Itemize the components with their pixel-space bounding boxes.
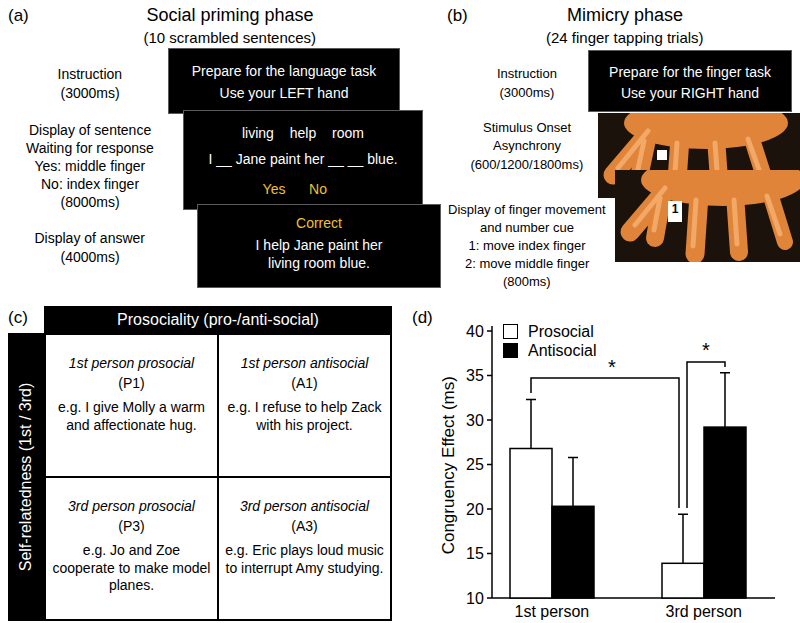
error-bar (678, 514, 688, 563)
step-label: 2: move middle finger (465, 256, 589, 272)
step-label: Stimulus Onset (483, 120, 571, 136)
table-cell: 3rd person antisocial (A3) e.g. Eric plays… (217, 476, 392, 621)
screen-panel: Prepare for the finger taskUse your RIGH… (588, 50, 792, 112)
table-cell: 3rd person prosocial (P3) e.g. Jo and Zoe … (44, 476, 219, 621)
bar (552, 506, 594, 598)
box-text: living help room (188, 125, 418, 143)
step-label: (4000ms) (61, 249, 120, 266)
panel-subtitle: (10 scrambled sentences) (144, 29, 317, 47)
error-bar (720, 373, 730, 427)
box-text: Prosociality (pro-/anti-social) (48, 310, 388, 330)
screen-panel: Correct I help Jane paint her living room… (197, 204, 441, 288)
box-text: Use your LEFT hand (173, 85, 395, 103)
significance-star: * (608, 355, 616, 379)
box-text: Use your RIGHT hand (593, 85, 787, 103)
tick-label: 15 (466, 544, 484, 563)
cell-heading: 1st person antisocial (223, 355, 386, 373)
box-text: e.g. Eric plays loud music to interrupt … (225, 542, 385, 577)
step-label: Yes: middle finger (35, 158, 146, 175)
y-axis (491, 326, 493, 598)
box-text: (P1) (50, 375, 213, 393)
step-label: 1: move index finger (469, 238, 586, 254)
tick-label: 40 (466, 322, 484, 341)
step-label: Waiting for response (26, 140, 154, 157)
category-label: 3rd person (666, 602, 743, 621)
cell-heading: 1st person prosocial (50, 355, 213, 373)
step-label: Instruction (58, 66, 123, 83)
box-text: I help Jane paint her living room blue. (244, 237, 394, 272)
box-text: I __ Jane paint her __ __ blue. (188, 151, 418, 169)
finger-highlight (635, 188, 780, 246)
box-text: Prepare for the finger task (593, 64, 787, 82)
bar-chart (487, 326, 775, 598)
significance-bracket (531, 378, 679, 508)
box-text: (A3) (223, 518, 386, 536)
cell-heading: 3rd person antisocial (223, 498, 386, 516)
screen-panel: living help room I __ Jane paint her __ _… (183, 110, 423, 210)
hand-photo (615, 170, 800, 262)
table-header: Prosociality (pro-/anti-social) (44, 306, 392, 334)
step-label: Asynchrony (493, 138, 561, 154)
tick-label: 30 (466, 411, 484, 430)
hand (630, 170, 800, 254)
legend-text: Prosocial (528, 322, 594, 341)
tick-label: 25 (466, 455, 484, 474)
step-label: Display of sentence (29, 122, 151, 139)
table-side-header: Self-relatedness (1st / 3rd) (8, 333, 44, 621)
panel-title: Social priming phase (147, 5, 314, 27)
panel-letter: (b) (447, 6, 468, 26)
step-label: Display of answer (35, 230, 146, 247)
box-text: (A1) (223, 375, 386, 393)
step-label: (600/1200/1800ms) (471, 157, 584, 173)
step-label: Display of finger movement (448, 202, 606, 218)
significance-bracket (687, 362, 725, 508)
panel-subtitle: (24 finger tapping trials) (546, 29, 704, 47)
box-text: Correct (202, 215, 436, 233)
screen-panel: Prepare for the language taskUse your LE… (168, 48, 400, 114)
tick-label: 20 (466, 500, 484, 519)
error-bar (568, 457, 578, 506)
table-cell: 1st person prosocial (P1) e.g. I give Moll… (44, 333, 219, 478)
table-cell: 1st person antisocial (A1) e.g. I refuse t… (217, 333, 392, 478)
panel-title: Mimicry phase (567, 5, 683, 27)
box-text: e.g. I refuse to help Zack with his proj… (225, 399, 385, 434)
error-bar (526, 400, 536, 449)
cell-heading: 3rd person prosocial (50, 498, 213, 516)
significance-star: * (702, 338, 710, 362)
rotated-heading: Self-relatedness (1st / 3rd) (16, 342, 36, 612)
step-label: (8000ms) (61, 194, 120, 211)
legend-swatch (503, 343, 518, 358)
box-text: e.g. Jo and Zoe cooperate to make model … (52, 542, 212, 595)
panel-letter: (c) (8, 308, 28, 328)
bar (704, 427, 746, 598)
box-text: No (298, 181, 338, 199)
step-label: Instruction (497, 66, 557, 82)
bar (510, 449, 552, 599)
panel-letter: (d) (412, 308, 433, 328)
step-label: (3000ms) (61, 85, 120, 102)
cue-square (657, 150, 667, 160)
category-label: 1st person (515, 602, 590, 621)
tick-label: 35 (466, 366, 484, 385)
axis-title: Congruency Effect (ms) (439, 376, 459, 554)
box-text: 1 (668, 201, 682, 218)
box-text: Prepare for the language task (173, 63, 395, 81)
box-text: (P3) (50, 518, 213, 536)
panel-letter: (a) (8, 6, 29, 26)
tick-marks (487, 331, 492, 598)
bar (662, 563, 704, 598)
box-text: e.g. I give Molly a warm and affectionat… (52, 399, 212, 434)
tick-label: 10 (466, 589, 484, 608)
step-label: No: index finger (41, 176, 139, 193)
legend-swatch (503, 324, 518, 339)
step-label: (3000ms) (500, 85, 555, 101)
step-label: (800ms) (503, 274, 551, 290)
box-text: Yes (254, 181, 294, 199)
legend-text: Antisocial (528, 341, 596, 360)
step-label: and number cue (480, 220, 574, 236)
number-cue: 1 (668, 201, 682, 222)
